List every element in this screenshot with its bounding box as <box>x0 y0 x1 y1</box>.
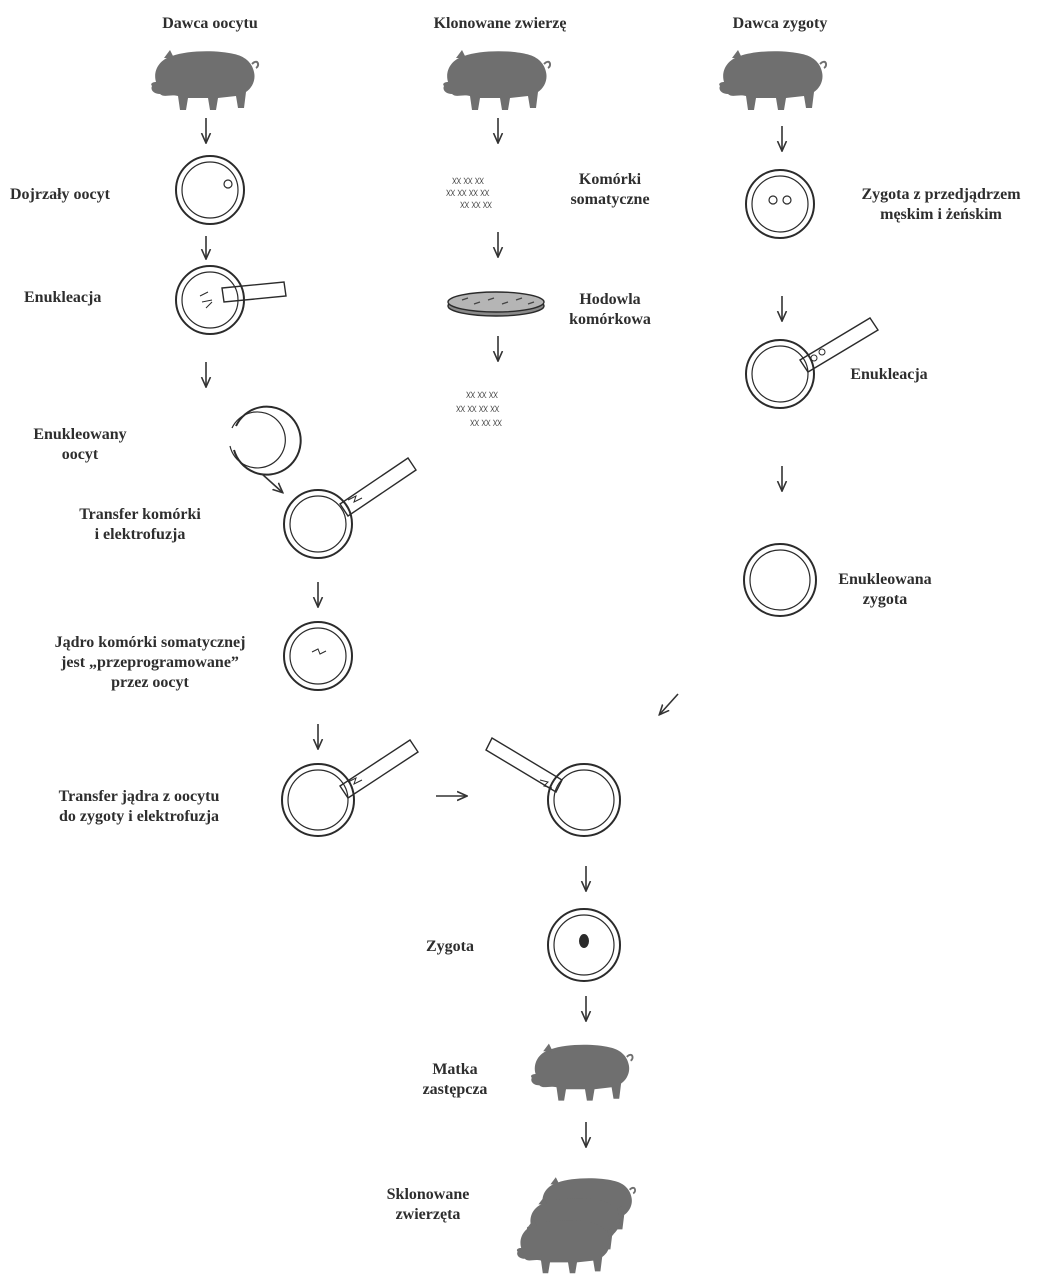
cell-culture-dish-icon <box>448 292 544 316</box>
oocyte-donor-pig-icon <box>151 50 258 110</box>
zygote-donor-pig-icon <box>719 50 826 110</box>
svg-text:ꭓꭓ ꭓꭓ ꭓꭓ: ꭓꭓ ꭓꭓ ꭓꭓ <box>460 199 492 208</box>
svg-text:ꭓꭓ ꭓꭓ ꭓꭓ: ꭓꭓ ꭓꭓ ꭓꭓ <box>466 389 498 398</box>
mature-oocyte-icon <box>176 156 244 224</box>
svg-text:ꭓꭓ ꭓꭓ ꭓꭓ ꭓꭓ: ꭓꭓ ꭓꭓ ꭓꭓ ꭓꭓ <box>456 403 499 412</box>
reprogrammed-oocyte-icon <box>284 622 352 690</box>
cultured-cells-icon: ꭓꭓ ꭓꭓ ꭓꭓ ꭓꭓ ꭓꭓ ꭓꭓ ꭓꭓ ꭓꭓ ꭓꭓ ꭓꭓ <box>456 389 502 426</box>
cloned-pigs-icon <box>517 1177 635 1273</box>
svg-text:ꭓꭓ ꭓꭓ ꭓꭓ ꭓꭓ: ꭓꭓ ꭓꭓ ꭓꭓ ꭓꭓ <box>446 187 489 196</box>
enucleation-left-icon <box>176 266 286 334</box>
pronuclei-zygote-icon <box>746 170 814 238</box>
cell-transfer-icon <box>284 458 416 558</box>
nucleus-transfer-zygote-icon <box>486 738 620 836</box>
svg-text:ꭓꭓ ꭓꭓ ꭓꭓ: ꭓꭓ ꭓꭓ ꭓꭓ <box>470 417 502 426</box>
somatic-cells-icon: ꭓꭓ ꭓꭓ ꭓꭓ ꭓꭓ ꭓꭓ ꭓꭓ ꭓꭓ ꭓꭓ ꭓꭓ ꭓꭓ <box>446 175 492 208</box>
surrogate-mother-pig-icon <box>531 1044 633 1101</box>
arrow-14 <box>660 694 678 714</box>
flow-arrows <box>206 118 782 1146</box>
nucleus-transfer-oocyte-icon <box>282 740 418 836</box>
svg-text:ꭓꭓ ꭓꭓ ꭓꭓ: ꭓꭓ ꭓꭓ ꭓꭓ <box>452 175 484 184</box>
enucleation-right-icon <box>746 318 878 408</box>
enucleated-zygote-icon <box>744 544 816 616</box>
arrow-4 <box>262 474 282 492</box>
enucleated-oocyte-icon <box>230 407 301 475</box>
zygote-icon <box>548 909 620 981</box>
cloned-animal-pig-icon <box>443 50 550 110</box>
